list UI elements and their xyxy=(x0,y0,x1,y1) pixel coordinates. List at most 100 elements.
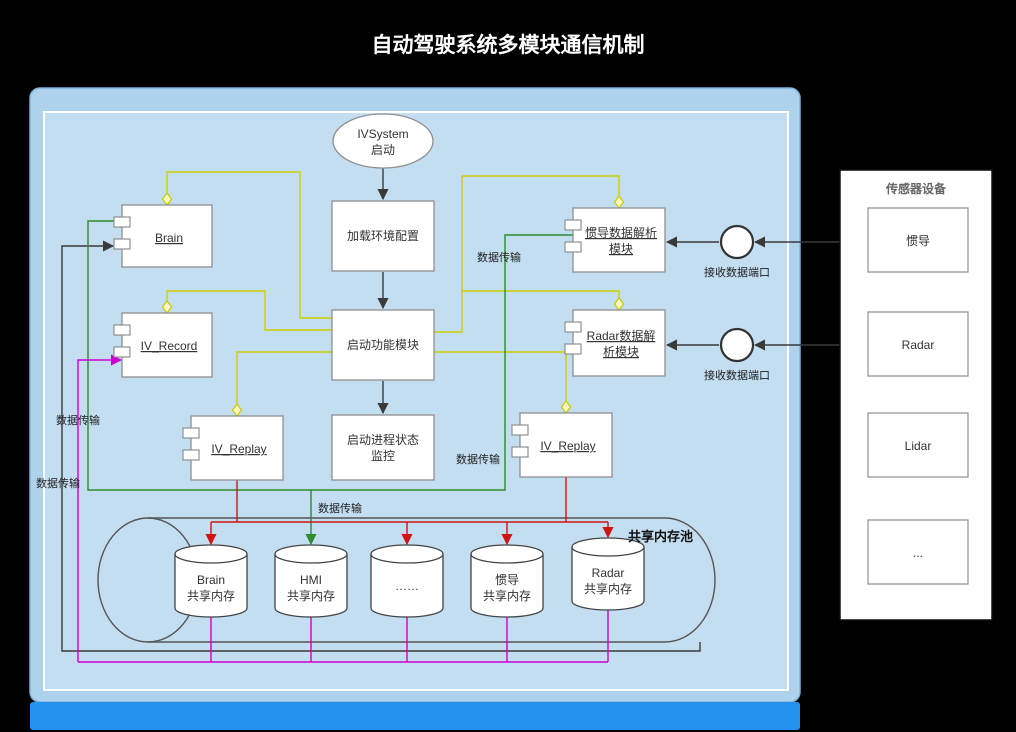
port-circle-icon xyxy=(719,224,755,260)
cylinder-top xyxy=(571,537,645,557)
iv-replay-left-component: IV_Replay xyxy=(182,415,284,481)
component-tab-icon xyxy=(564,219,582,231)
data-transfer-label: 数据传输 xyxy=(36,476,80,490)
monitor-label: 启动进程状态 xyxy=(347,432,419,447)
memory-label: HMI xyxy=(300,573,322,587)
ins-parser-component: 惯导数据解析 模块 xyxy=(564,207,666,273)
component-tab-icon xyxy=(113,238,131,250)
start-modules-node: 启动功能模块 xyxy=(331,309,435,381)
load-config-box xyxy=(331,200,435,272)
sensor-ins-label: 惯导 xyxy=(906,233,930,248)
start-modules-label: 启动功能模块 xyxy=(347,338,419,352)
radar-parser-component: Radar数据解 析模块 xyxy=(564,309,666,377)
ins-parser-label: 模块 xyxy=(609,242,633,256)
memory-label: 共享内存 xyxy=(584,581,632,596)
edge-pool-to-brain xyxy=(61,240,701,652)
component-tab-icon xyxy=(182,427,200,439)
page-title: 自动驾驶系统多模块通信机制 xyxy=(372,33,645,57)
sensor-lidar-box xyxy=(867,412,969,478)
brain-label: Brain xyxy=(155,231,183,245)
ins-receive-port: 接收数据端口 xyxy=(704,224,770,279)
magenta-record-edges xyxy=(77,354,609,663)
component-tab-icon xyxy=(113,324,131,336)
brain-box xyxy=(121,204,213,268)
memory-radar: Radar 共享内存 xyxy=(571,537,645,611)
start-node: IVSystem 启动 xyxy=(332,113,434,169)
radar-parser-label: Radar数据解 xyxy=(587,328,656,343)
iv-record-component: IV_Record xyxy=(113,312,213,378)
cylinder-body xyxy=(470,554,544,618)
load-config-label: 加载环境配置 xyxy=(347,228,419,243)
ins-port-label: 接收数据端口 xyxy=(704,265,770,279)
sensor-more-box xyxy=(867,519,969,585)
load-config-node: 加载环境配置 xyxy=(331,200,435,272)
sensor-panel: 传感器设备 惯导 Radar Lidar ... xyxy=(839,169,993,621)
memory-ins: 惯导 共享内存 xyxy=(470,544,544,618)
sensor-more-label: ... xyxy=(913,546,923,560)
monitor-box xyxy=(331,414,435,481)
cylinder-body xyxy=(174,554,248,618)
brain-component: Brain xyxy=(113,204,213,268)
iv-record-label: IV_Record xyxy=(141,339,198,353)
memory-label: 共享内存 xyxy=(287,588,335,603)
iv-replay-right-component: IV_Replay xyxy=(511,412,613,478)
memory-label: 共享内存 xyxy=(187,588,235,603)
memory-label: 共享内存 xyxy=(483,588,531,603)
component-tab-icon xyxy=(113,346,131,358)
iv-replay-left-label: IV_Replay xyxy=(211,442,266,456)
sensor-radar-box xyxy=(867,311,969,377)
component-tab-icon xyxy=(511,446,529,458)
iv-replay-right-box xyxy=(519,412,613,478)
start-ellipse xyxy=(332,113,434,169)
sensor-panel-title: 传感器设备 xyxy=(885,181,947,196)
control-flow-edges xyxy=(61,168,866,652)
component-tab-icon xyxy=(182,449,200,461)
data-transfer-label: 数据传输 xyxy=(456,452,500,466)
component-tab-icon xyxy=(564,343,582,355)
edge-modules-radar-parser xyxy=(462,290,620,298)
monitor-label: 监控 xyxy=(371,449,395,463)
radar-parser-box xyxy=(572,309,666,377)
memory-label: Radar xyxy=(592,566,625,580)
iv-replay-left-box xyxy=(190,415,284,481)
radar-receive-port: 接收数据端口 xyxy=(704,327,770,382)
edge-modules-ins-parser xyxy=(434,175,620,333)
cylinder-body xyxy=(370,554,444,618)
radar-parser-label: 析模块 xyxy=(603,345,639,359)
edge-modules-brain xyxy=(166,171,332,319)
data-transfer-label: 数据传输 xyxy=(477,250,521,264)
memory-dots: …… xyxy=(370,544,444,618)
sensor-lidar-label: Lidar xyxy=(905,439,932,453)
memory-label: Brain xyxy=(197,573,225,587)
component-tab-icon xyxy=(511,424,529,436)
monitor-node: 启动进程状态 监控 xyxy=(331,414,435,481)
start-label: IVSystem xyxy=(357,127,408,141)
data-transfer-label: 数据传输 xyxy=(56,413,100,427)
memory-label: …… xyxy=(395,579,419,593)
component-tab-icon xyxy=(564,241,582,253)
footer-bar xyxy=(30,702,800,730)
red-write-edges xyxy=(205,477,614,546)
edge-mag-to-iv-record xyxy=(77,354,123,662)
sensor-ins-box xyxy=(867,207,969,273)
memory-cylinders: Brain 共享内存 HMI 共享内存 …… 惯导 共享内存 Radar 共享内… xyxy=(174,529,693,618)
cylinder-top xyxy=(470,544,544,564)
cylinder-body xyxy=(571,547,645,611)
data-transfer-labels: 数据传输 数据传输 数据传输 数据传输 数据传输 xyxy=(36,250,521,515)
edge-modules-record xyxy=(166,290,332,331)
iv-replay-right-label: IV_Replay xyxy=(540,439,595,453)
green-transfer-edges xyxy=(87,220,573,546)
cylinder-top xyxy=(174,544,248,564)
shared-pool-label: 共享内存池 xyxy=(628,529,693,544)
start-label: 启动 xyxy=(371,143,395,157)
radar-port-label: 接收数据端口 xyxy=(704,368,770,382)
sensor-radar-label: Radar xyxy=(902,338,935,352)
data-transfer-label: 数据传输 xyxy=(318,501,362,515)
memory-label: 惯导 xyxy=(495,572,519,587)
port-circle-icon xyxy=(719,327,755,363)
memory-hmi: HMI 共享内存 xyxy=(274,544,348,618)
ins-parser-box xyxy=(572,207,666,273)
edge-green-bus xyxy=(87,220,573,491)
